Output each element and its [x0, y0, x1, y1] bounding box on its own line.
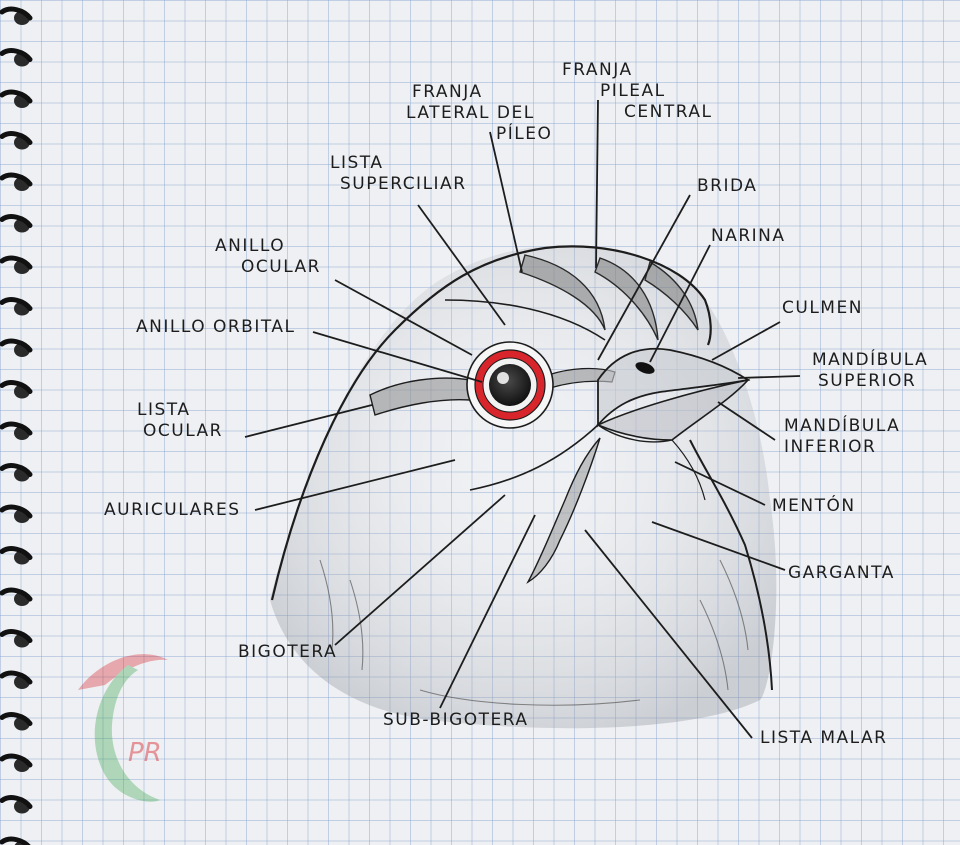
label-lista-ocular: LISTA OCULAR [137, 400, 223, 442]
pr-logo [78, 654, 168, 802]
label-culmen: CULMEN [782, 298, 863, 319]
label-line: BIGOTERA [238, 642, 337, 663]
label-line: LISTA MALAR [760, 728, 887, 749]
label-line: LISTA [330, 153, 467, 174]
label-line: MANDÍBULA [784, 416, 900, 437]
label-line: GARGANTA [788, 563, 895, 584]
label-line: OCULAR [241, 257, 321, 278]
label-sub-bigotera: SUB-BIGOTERA [383, 710, 529, 731]
label-lista-malar: LISTA MALAR [760, 728, 887, 749]
label-line: ANILLO ORBITAL [136, 317, 296, 338]
label-line: CULMEN [782, 298, 863, 319]
label-brida: BRIDA [697, 176, 757, 197]
label-mandibula-superior: MANDÍBULA SUPERIOR [812, 350, 928, 392]
iris [489, 364, 531, 406]
leader-mandibula-superior [738, 376, 800, 378]
label-line: INFERIOR [784, 437, 900, 458]
label-line: SUPERIOR [818, 371, 928, 392]
leader-franja-pileal-central [596, 100, 598, 268]
label-line: PILEAL [600, 81, 712, 102]
label-franja-pileal-central: FRANJA PILEAL CENTRAL [562, 60, 712, 123]
logo-text: PR [128, 738, 162, 768]
label-line: FRANJA [562, 60, 712, 81]
label-line: LISTA [137, 400, 223, 421]
label-mandibula-inferior: MANDÍBULA INFERIOR [784, 416, 900, 458]
label-line: LATERAL DEL [406, 103, 552, 124]
label-menton: MENTÓN [772, 496, 856, 517]
label-line: SUPERCILIAR [340, 174, 467, 195]
label-auriculares: AURICULARES [104, 500, 241, 521]
eye [467, 342, 553, 428]
label-line: NARINA [711, 226, 786, 247]
logo-green-swoosh [95, 665, 160, 802]
label-line: PÍLEO [496, 124, 552, 145]
label-line: AURICULARES [104, 500, 241, 521]
label-line: FRANJA [412, 82, 552, 103]
leader-franja-lateral-pileo [490, 132, 522, 272]
label-line: CENTRAL [624, 102, 712, 123]
label-line: SUB-BIGOTERA [383, 710, 529, 731]
label-line: OCULAR [143, 421, 223, 442]
label-narina: NARINA [711, 226, 786, 247]
label-line: MENTÓN [772, 496, 856, 517]
eye-highlight [497, 372, 509, 384]
label-anillo-orbital: ANILLO ORBITAL [136, 317, 296, 338]
label-line: BRIDA [697, 176, 757, 197]
label-franja-lateral-pileo: FRANJA LATERAL DEL PÍLEO [406, 82, 552, 145]
label-garganta: GARGANTA [788, 563, 895, 584]
label-bigotera: BIGOTERA [238, 642, 337, 663]
label-line: MANDÍBULA [812, 350, 928, 371]
label-lista-superciliar: LISTA SUPERCILIAR [330, 153, 467, 195]
label-anillo-ocular: ANILLO OCULAR [215, 236, 321, 278]
label-line: ANILLO [215, 236, 321, 257]
